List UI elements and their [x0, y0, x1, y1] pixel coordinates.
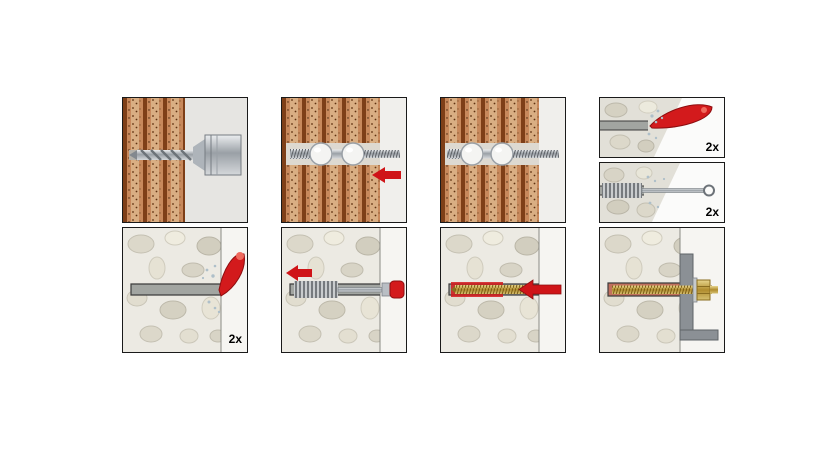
capsule-anchor-seated-icon: [447, 142, 559, 166]
repeat-count-badge: 2x: [228, 332, 242, 346]
step-4-brush-subpanel: 2x: [599, 162, 725, 223]
cleaning-brush-icon: [602, 183, 715, 198]
step-4-blow-graphic: [600, 98, 724, 157]
step-3-panel: [440, 97, 566, 223]
step-7-graphic: [441, 228, 565, 352]
step-4-blow-subpanel: 2x: [599, 97, 725, 158]
drill-hole: [600, 121, 648, 130]
blow-pump-icon: [218, 252, 245, 297]
drill-hole: [131, 284, 221, 295]
threaded-rod-icon: [451, 282, 561, 297]
drill-bit-icon: [129, 149, 193, 161]
repeat-count-badge: 2x: [705, 205, 719, 219]
cleaning-brush-icon: [294, 280, 405, 299]
step-4-panel: 2x: [599, 97, 725, 223]
drill-chuck-icon: [193, 134, 242, 176]
step-4-brush-graphic: [600, 163, 724, 222]
step-7-panel: [440, 227, 566, 353]
capsule-anchor-icon: [290, 142, 400, 166]
rod-washer-nut-icon: [612, 277, 718, 303]
direction-arrow-icon: [286, 265, 312, 281]
blow-pump-icon: [649, 104, 713, 129]
insert-arrow-icon: [372, 167, 401, 183]
step-6-panel: [281, 227, 407, 353]
dust-particles: [647, 109, 664, 140]
step-5-panel: 2x: [122, 227, 248, 353]
step-2-panel: [281, 97, 407, 223]
dust-particles: [201, 264, 221, 314]
step-3-graphic: [441, 98, 565, 222]
repeat-count-badge: 2x: [705, 140, 719, 154]
insert-arrow-icon: [518, 279, 562, 300]
dust-particles: [646, 175, 666, 209]
step-2-graphic: [282, 98, 406, 222]
step-8-panel: [599, 227, 725, 353]
step-1-graphic: [123, 98, 247, 222]
step-5-graphic: [123, 228, 247, 352]
step-6-graphic: [282, 228, 406, 352]
step-8-graphic: [600, 228, 724, 352]
step-1-panel: [122, 97, 248, 223]
fixture-bracket-icon: [679, 253, 719, 341]
